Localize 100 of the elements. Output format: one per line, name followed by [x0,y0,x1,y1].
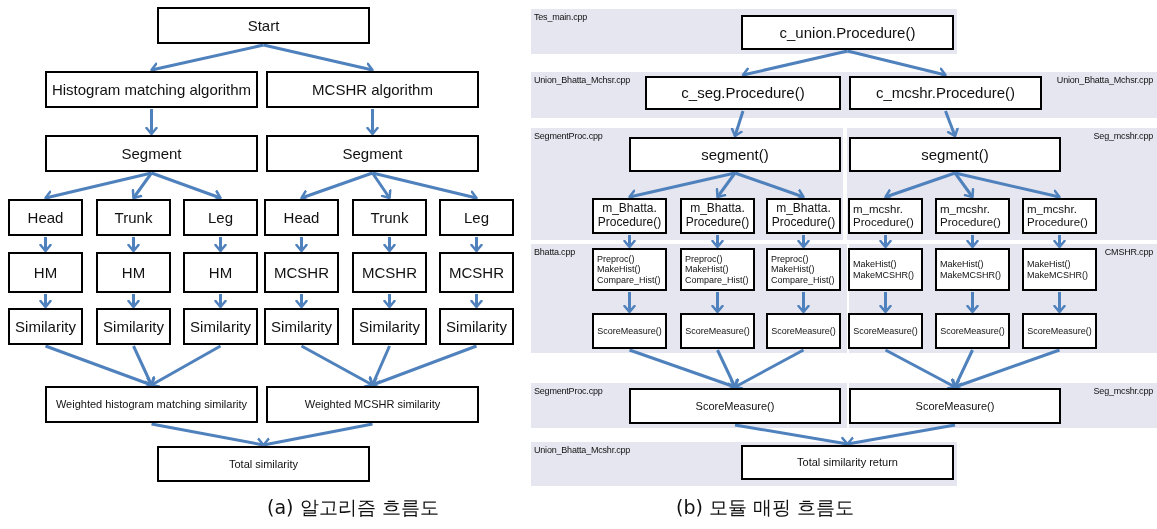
arrow [797,292,810,314]
arrow [366,109,379,136]
arrow [1053,235,1066,249]
arrow [944,110,959,138]
file-band [531,442,957,486]
process-box: m_Bhatta. Procedure() [766,198,841,234]
file-band [531,128,843,240]
process-box: Similarity [439,308,514,345]
arrow [295,294,308,309]
arrow [45,344,153,389]
arrow [734,171,805,201]
process-box: Preproc() MakeHist() Compare_Hist() [592,248,667,291]
process-box: m_Bhatta. Procedure() [592,198,667,234]
file-label: Seg_mcshr.cpp [1093,131,1153,141]
process-box: Similarity [96,308,171,345]
process-box: HM [96,252,171,293]
process-box: segment() [629,137,841,172]
arrow [884,348,957,390]
process-box: Similarity [183,308,258,345]
figure-caption: (b) 모듈 매핑 흐름도 [676,495,854,520]
process-box: Preproc() MakeHist() Compare_Hist() [680,248,755,291]
arrow [295,237,308,253]
process-box: c_seg.Procedure() [645,76,841,110]
file-band [847,128,1157,240]
arrow [127,294,140,309]
file-band [531,383,847,428]
arrow [953,348,1060,391]
process-box: Similarity [8,308,83,345]
file-band [849,244,1157,353]
process-box: Preproc() MakeHist() Compare_Hist() [766,248,841,291]
process-box: Segment [266,135,479,172]
arrow [879,292,892,314]
process-box: c_union.Procedure() [741,15,954,50]
process-box: Weighted MCSHR similarity [266,386,479,423]
process-box: Leg [439,199,514,236]
process-box: c_mcshr.Procedure() [849,76,1042,110]
process-box: Total similarity return [741,445,954,480]
arrow [623,292,636,314]
arrow [1053,292,1066,314]
arrow [884,171,956,201]
file-label: SegmentProc.cpp [534,386,603,396]
process-box: ScoreMeasure() [848,313,923,349]
arrow [145,109,158,136]
process-box: Leg [183,199,258,236]
arrow [127,237,140,253]
process-box: Total similarity [157,446,370,482]
arrow [733,348,805,390]
process-box: Similarity [264,308,339,345]
process-box: MakeHist() MakeMCSHR() [848,248,923,291]
arrow [371,172,392,200]
process-box: m_mcshr. Procedure() [935,198,1010,234]
process-box: MakeHist() MakeMCSHR() [1022,248,1097,291]
arrow [39,294,52,309]
arrow [39,237,52,253]
arrow [966,235,979,249]
arrow [470,294,483,309]
process-box: MCSHR [264,252,339,293]
process-box: HM [183,252,258,293]
file-label: Union_Bhatta_Mchsr.cpp [534,75,631,85]
process-box: ScoreMeasure() [629,388,841,424]
arrow [623,235,636,249]
process-box: Head [264,199,339,236]
process-box: MCSHR [439,252,514,293]
process-box: Histogram matching algorithm [45,71,258,108]
process-box: segment() [849,137,1061,172]
file-label: Union_Bhatta_Mcshr.cpp [534,445,631,455]
file-label: Bhatta.cpp [534,247,576,257]
file-label: Union_Bhatta_Mchsr.cpp [1056,75,1153,85]
arrow [879,235,892,249]
process-box: ScoreMeasure() [1022,313,1097,349]
arrow [214,294,227,309]
arrow [797,235,810,249]
process-box: MCSHR [352,252,427,293]
process-box: Head [8,199,83,236]
file-band [849,383,1157,428]
process-box: ScoreMeasure() [935,313,1010,349]
file-band [531,244,847,353]
process-box: ScoreMeasure() [680,313,755,349]
file-label: Seg_mcshr.cpp [1093,386,1153,396]
arrow [371,344,478,389]
figure-caption: (a) 알고리즘 흐름도 [267,495,439,520]
arrow [470,237,483,253]
arrow [383,237,396,253]
process-box: Segment [45,135,258,172]
arrow [151,171,222,202]
process-box: m_mcshr. Procedure() [848,198,923,234]
process-box: ScoreMeasure() [849,388,1061,424]
arrow [711,292,724,314]
arrow [150,344,222,388]
process-box: m_Bhatta. Procedure() [680,198,755,234]
arrow [300,344,374,388]
arrow [966,292,979,314]
arrow [131,172,153,200]
arrow [214,237,227,253]
process-box: Similarity [352,308,427,345]
file-label: SegmentProc.cpp [534,131,603,141]
arrow [300,171,373,202]
arrow [730,110,745,138]
process-box: Start [157,7,370,44]
process-box: m_mcshr. Procedure() [1022,198,1097,234]
